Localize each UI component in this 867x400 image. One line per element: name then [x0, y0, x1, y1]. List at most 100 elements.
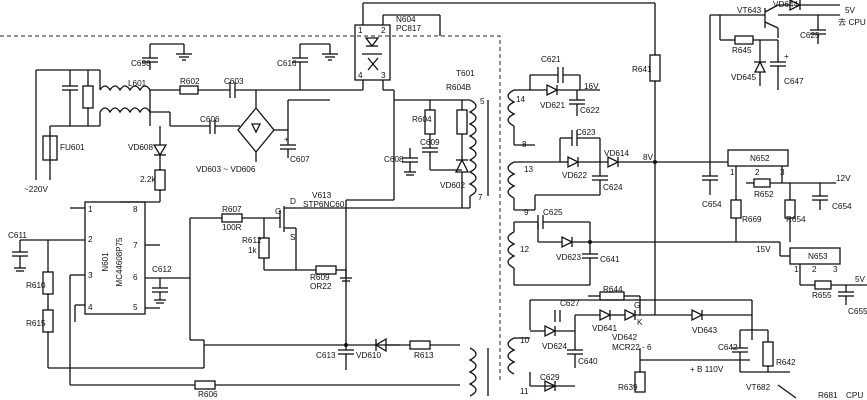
ic-n601: N601 MC44608P75 1 2 3 4 8 7 6 5 — [20, 201, 190, 322]
label-c629: C629 — [540, 373, 560, 382]
label-r669: R669 — [742, 215, 762, 224]
label-c642: C642 — [718, 343, 738, 352]
label-c647: C647 — [784, 77, 804, 86]
label-r639: R639 — [618, 383, 638, 392]
out-15v: 12 C625 VD623 15V C641 — [507, 208, 772, 286]
label-vt643: VT643 — [737, 6, 762, 15]
optocoupler-n604: 1 2 4 3 N604 PC817 — [330, 2, 655, 200]
label-c603: C603 — [224, 77, 244, 86]
label-v613: V613 — [312, 191, 332, 200]
label-c655: C655 — [848, 307, 867, 316]
label-n653: N653 — [808, 252, 828, 261]
mosfet-stage: R607 100R R612 1k G D S V613 STP6NC60 R6… — [48, 191, 470, 369]
startup-circuit: VD608 2.2k — [120, 90, 168, 203]
label-vd642: VD642 — [612, 333, 637, 342]
svg-text:1: 1 — [88, 205, 93, 214]
label-c622: C622 — [580, 106, 600, 115]
label-c613: C613 — [316, 351, 336, 360]
svg-text:K: K — [637, 318, 643, 327]
snubber: T601 R604B R604 VD602 C609 C608 5 7 — [384, 69, 489, 208]
label-n601-name: N601 — [101, 252, 110, 272]
aux-winding: C613 VD610 R613 — [204, 199, 489, 397]
label-8v: 8V — [643, 153, 654, 162]
label-vd641: VD641 — [592, 324, 617, 333]
choke-l601: L601 — [99, 70, 180, 126]
out-110v: C627 R644 10 11 VD624 VD641 G K VD642 MC… — [507, 285, 752, 396]
svg-text:14: 14 — [516, 95, 526, 104]
svg-text:2: 2 — [88, 235, 93, 244]
out-5v-cpu: VT643 VD644 5V 去 CPU C625 R645 VD645 + C… — [709, 0, 866, 162]
ac-input: FU601 ~220V — [24, 69, 100, 194]
label-15v: 15V — [756, 245, 771, 254]
label-c621: C621 — [541, 55, 561, 64]
label-r607: R607 — [222, 205, 242, 214]
label-c612: C612 — [152, 265, 172, 274]
svg-text:1: 1 — [730, 168, 735, 177]
label-r652: R652 — [754, 190, 774, 199]
label-vd624: VD624 — [542, 342, 567, 351]
label-cpu-bottom: CPU — [846, 391, 863, 400]
svg-text:10: 10 — [520, 336, 530, 345]
label-mcr: MCR22 - 6 — [612, 343, 652, 352]
svg-text:1: 1 — [358, 26, 363, 35]
label-n604-part: PC817 — [396, 24, 421, 33]
cap-c612: C612 — [152, 265, 172, 304]
svg-text:4: 4 — [88, 303, 93, 312]
label-r609-val: OR22 — [310, 282, 332, 291]
label-c616: C616 — [277, 59, 297, 68]
svg-text:11: 11 — [520, 387, 529, 396]
label-r644: R644 — [603, 285, 623, 294]
svg-text:G: G — [275, 207, 281, 216]
label-r602: R602 — [180, 77, 200, 86]
label-vt682: VT682 — [746, 383, 771, 392]
label-to-cpu: 去 CPU — [838, 17, 866, 27]
label-r609: R609 — [310, 273, 330, 282]
svg-text:D: D — [290, 197, 296, 206]
label-c608: C608 — [384, 155, 404, 164]
label-vd608: VD608 — [128, 143, 153, 152]
svg-text:4: 4 — [358, 71, 363, 80]
label-vd602: VD602 — [440, 181, 465, 190]
label-r613: R613 — [414, 351, 434, 360]
label-vd614: VD614 — [604, 149, 629, 158]
label-bridge: VD603 ~ VD606 — [196, 165, 256, 174]
label-vd622: VD622 — [562, 171, 587, 180]
label-t601: T601 — [456, 69, 475, 78]
svg-text:12: 12 — [520, 245, 530, 254]
label-c611: C611 — [8, 231, 27, 240]
label-fu601: FU601 — [60, 143, 85, 152]
label-r612-val: 1k — [248, 246, 258, 255]
label-c627: C627 — [560, 299, 580, 308]
label-c625: C625 — [543, 208, 563, 217]
svg-text:S: S — [290, 233, 296, 242]
label-n652: N652 — [750, 154, 770, 163]
label-r607-val: 100R — [222, 223, 242, 232]
label-c607: C607 — [290, 155, 310, 164]
ic-peripherals: C611 R610 R615 R606 — [8, 231, 460, 399]
out-16v: 14 C621 VD621 16V C622 8 — [507, 55, 600, 149]
regulator-n653: N653 1 2 3 R655 5V C655 — [772, 241, 867, 316]
label-5v-top: 5V — [845, 6, 856, 15]
label-vd643: VD643 — [692, 326, 717, 335]
label-r641: R641 — [632, 65, 652, 74]
regulator-n652: C654 N652 1 2 3 R652 12V C654 R669 R654 — [702, 149, 852, 242]
label-r604b: R604B — [446, 83, 472, 92]
label-r654: R654 — [786, 215, 806, 224]
svg-text:3: 3 — [381, 71, 386, 80]
label-c623: C623 — [576, 128, 596, 137]
cpu-switch: C642 R642 VT682 R681 CPU — [718, 300, 863, 400]
label-5v-right: 5V — [855, 275, 866, 284]
label-r604: R604 — [412, 115, 432, 124]
svg-text:5: 5 — [133, 303, 138, 312]
label-c654b: C654 — [832, 202, 852, 211]
c698-c616: C698 C616 — [131, 43, 338, 90]
label-c641: C641 — [600, 255, 620, 264]
label-n604-name: N604 — [396, 15, 416, 24]
label-r642: R642 — [776, 358, 796, 367]
svg-text:9: 9 — [524, 208, 529, 217]
fuse-fu601 — [42, 135, 58, 161]
label-c609: C609 — [420, 138, 440, 147]
label-2k2: 2.2k — [140, 175, 156, 184]
svg-text:7: 7 — [133, 241, 138, 250]
